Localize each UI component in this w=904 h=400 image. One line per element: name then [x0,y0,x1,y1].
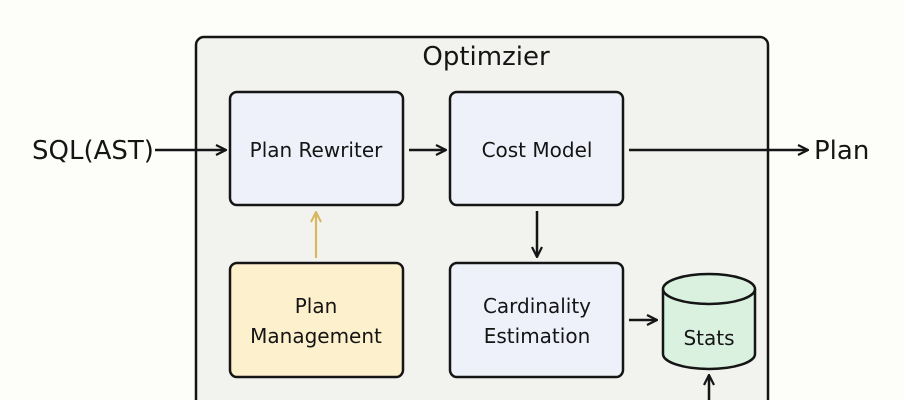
node-plan-rewriter-label: Plan Rewriter [250,138,383,162]
stats-database: Stats [661,272,757,371]
node-cardinality-line1: Cardinality [483,294,591,318]
node-plan-management-line2: Management [250,324,382,348]
stats-label: Stats [683,326,734,350]
node-cardinality-estimation [448,261,625,379]
input-label: SQL(AST) [32,136,154,166]
node-plan-management [228,261,405,379]
container-title: Optimzier [422,42,550,72]
output-label: Plan [814,136,869,166]
node-plan-management-line1: Plan [295,294,338,318]
stats-cylinder-body [661,289,757,371]
node-cost-model [448,90,625,207]
node-cardinality-line2: Estimation [484,324,591,348]
node-cost-model-label: Cost Model [482,138,593,162]
stats-cylinder-top [661,272,757,306]
node-plan-rewriter [228,90,405,207]
